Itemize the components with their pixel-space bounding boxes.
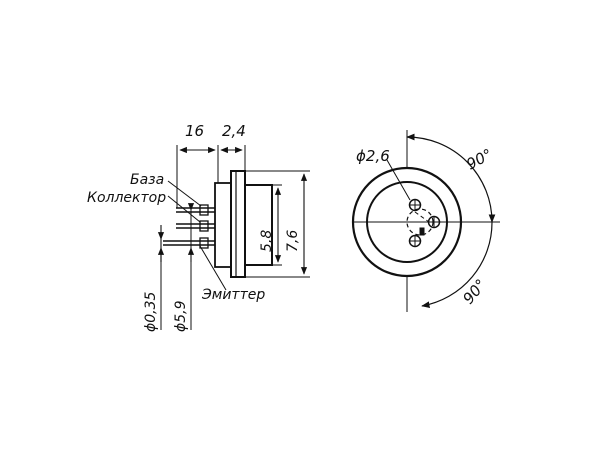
end-view (351, 130, 500, 312)
dim-flange-length: 2,4 (222, 122, 246, 140)
dim-body-diameter: 5,8 (259, 230, 275, 252)
pin-top (408, 198, 422, 212)
lead-base (176, 204, 215, 216)
label-emitter: Эмиттер (201, 287, 265, 303)
angle-top: 90° (463, 145, 495, 173)
dim-body-length: 16 (185, 122, 204, 140)
header (214, 182, 232, 268)
dim-pin-circle: ϕ5,9 (173, 300, 189, 332)
side-view (157, 145, 310, 330)
lead-collector (176, 220, 215, 232)
flange (230, 170, 246, 278)
pin-bottom (408, 234, 422, 248)
cap-body (244, 184, 273, 266)
lead-emitter (163, 237, 215, 249)
dim-center-circle: ϕ2,6 (356, 147, 390, 165)
label-collector: Коллектор (87, 190, 166, 206)
dim-flange-diameter: 7,6 (285, 230, 301, 252)
label-base: База (130, 172, 164, 188)
dim-lead-diameter: ϕ0,35 (143, 292, 159, 333)
pin-right (427, 215, 441, 229)
angle-bottom: 90° (459, 276, 490, 308)
key-tab (419, 227, 425, 236)
